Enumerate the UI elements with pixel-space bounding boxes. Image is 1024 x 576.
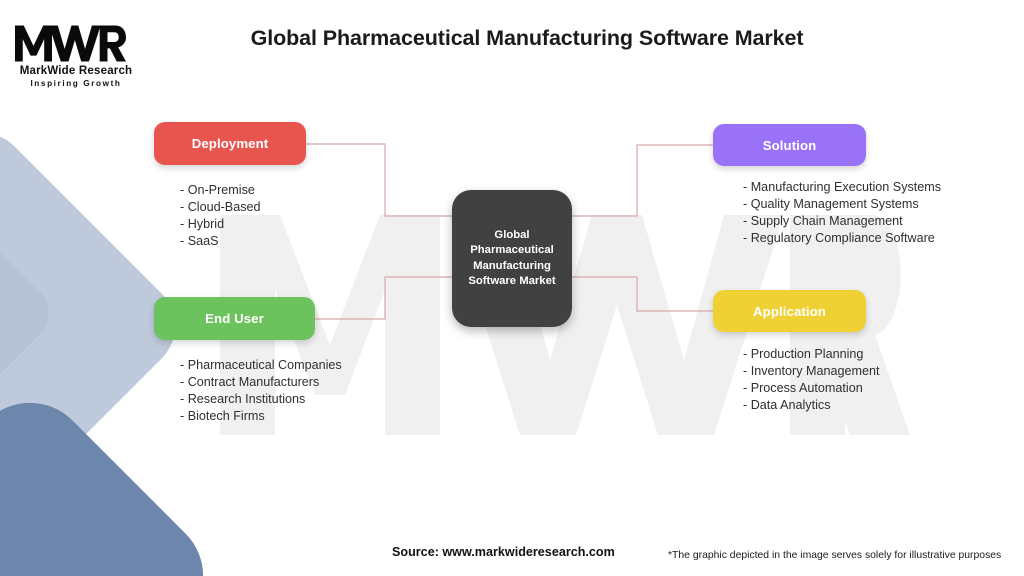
source-text: Source: www.markwideresearch.com — [392, 545, 615, 559]
list-item: - Hybrid — [180, 216, 225, 231]
list-item: - Contract Manufacturers — [180, 374, 320, 389]
page-title: Global Pharmaceutical Manufacturing Soft… — [250, 26, 804, 50]
logo-tagline: Inspiring Growth — [30, 79, 122, 88]
list-item: - Biotech Firms — [180, 408, 265, 423]
branch-application-label: Application — [753, 303, 826, 319]
branch-deployment[interactable]: Deployment - On-Premise - Cloud-Based - … — [154, 122, 306, 250]
branch-solution[interactable]: Solution - Manufacturing Execution Syste… — [713, 124, 942, 247]
branch-end-user[interactable]: End User - Pharmaceutical Companies - Co… — [154, 297, 342, 425]
branch-solution-header[interactable]: Solution — [713, 124, 866, 166]
list-item: - SaaS — [180, 233, 219, 248]
list-item: - Pharmaceutical Companies — [180, 358, 342, 372]
branch-deployment-items: - On-Premise - Cloud-Based - Hybrid - Sa… — [154, 182, 306, 250]
branch-application-items: - Production Planning - Inventory Manage… — [713, 346, 880, 414]
logo-mark-icon — [14, 25, 126, 62]
list-item: - Manufacturing Execution Systems — [743, 180, 942, 194]
center-node-label: Global Pharmaceutical Manufacturing Soft… — [468, 228, 556, 287]
list-item: - Regulatory Compliance Software — [743, 230, 935, 245]
list-item: - Cloud-Based — [180, 199, 261, 214]
branch-deployment-header[interactable]: Deployment — [154, 122, 306, 165]
list-item: - Inventory Management — [743, 363, 880, 378]
branch-end-user-label: End User — [205, 311, 264, 326]
list-item: - Quality Management Systems — [743, 196, 919, 211]
branch-end-user-header[interactable]: End User — [154, 297, 315, 340]
list-item: - Research Institutions — [180, 391, 306, 406]
list-item: - Supply Chain Management — [743, 213, 903, 228]
branch-solution-label: Solution — [762, 137, 817, 153]
branch-deployment-label: Deployment — [191, 136, 269, 151]
list-item: - Production Planning — [743, 347, 864, 361]
center-node[interactable]: Global Pharmaceutical Manufacturing Soft… — [452, 190, 572, 327]
branch-solution-items: - Manufacturing Execution Systems - Qual… — [713, 179, 942, 247]
disclaimer-text: *The graphic depicted in the image serve… — [668, 550, 1002, 561]
list-item: - Data Analytics — [743, 397, 831, 412]
list-item: - Process Automation — [743, 380, 863, 395]
branch-end-user-items: - Pharmaceutical Companies - Contract Ma… — [154, 357, 342, 425]
brand-logo: MarkWide Research Inspiring Growth — [14, 22, 138, 88]
list-item: - On-Premise — [180, 183, 255, 197]
branch-application[interactable]: Application - Production Planning - Inve… — [713, 290, 880, 414]
branch-application-header[interactable]: Application — [713, 290, 866, 332]
logo-company-name: MarkWide Research — [19, 65, 133, 77]
